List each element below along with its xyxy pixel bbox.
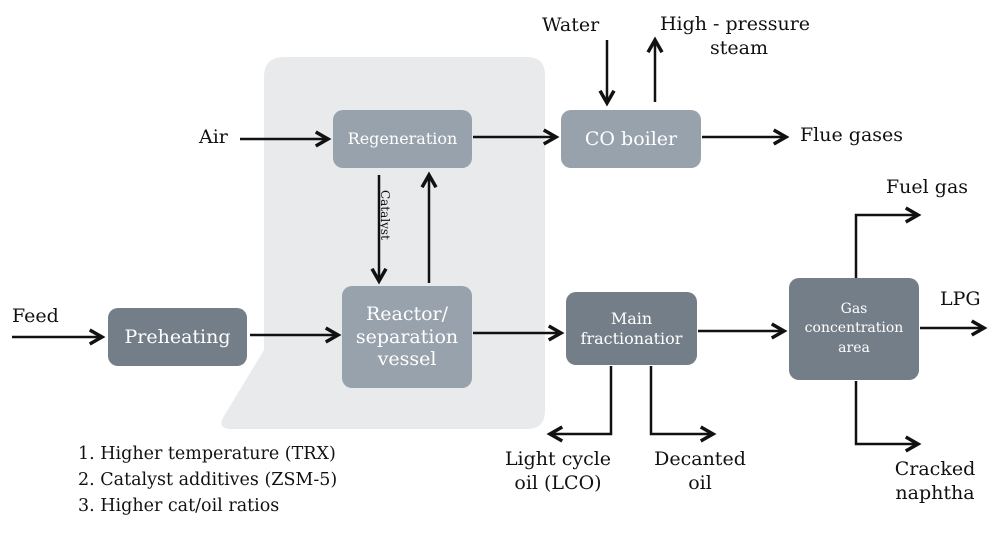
flue-gases-label: Flue gases [800,124,904,146]
main-fractionator-unit: Main fractionatior [566,292,697,365]
regeneration-label: Regeneration [347,129,458,149]
gas-concentration-label-line3: area [838,339,870,356]
steam-label-line2: steam [710,36,768,59]
fuel-gas-arrow [854,215,918,278]
preheating-label: Preheating [124,325,231,348]
decanted-oil-line1: Decanted [654,448,746,470]
cracked-naphtha-arrow [854,381,918,444]
catalyst-label: Catalyst [378,190,392,240]
water-label: Water [542,14,600,36]
cracked-naphtha-label: Cracked naphtha [880,458,990,506]
main-fractionator-label-line2: fractionatior [580,328,683,348]
gas-concentration-label-line1: Gas [840,300,868,317]
reactor-label-line2: separation [355,325,459,348]
co-boiler-label: CO boiler [584,127,678,150]
lco-arrow [550,366,613,434]
steam-label-line1: High - pressure [659,13,811,35]
lpg-label: LPG [940,288,981,310]
lco-label: Light cycle oil (LCO) [493,448,623,496]
lco-line2: oil (LCO) [514,471,602,494]
reactor-label-line1: Reactor/ [365,302,449,325]
preheating-unit: Preheating [108,308,247,366]
decanted-oil-label: Decanted oil [645,448,755,496]
gas-concentration-label-line2: concentration [804,320,904,337]
feed-label: Feed [12,305,59,327]
co-boiler-unit: CO boiler [561,110,701,168]
note-item: 3. Higher cat/oil ratios [78,496,280,516]
steam-label: High - pressure steam [655,13,815,61]
fuel-gas-label: Fuel gas [886,176,969,198]
cracked-naphtha-line1: Cracked [894,458,976,480]
regeneration-unit: Regeneration [333,110,472,168]
process-notes-list: 1. Higher temperature (TRX) 2. Catalyst … [78,441,337,519]
note-item: 1. Higher temperature (TRX) [78,444,336,464]
reactor-label-line3: vessel [377,348,437,371]
reactor-unit: Reactor/ separation vessel [342,286,472,388]
lco-line1: Light cycle [504,448,612,470]
decanted-oil-line2: oil [688,471,712,494]
note-item: 2. Catalyst additives (ZSM-5) [78,470,338,490]
air-label: Air [199,126,228,148]
gas-concentration-unit: Gas concentration area [789,278,919,380]
main-fractionator-label-line1: Main [610,309,653,329]
decanted-oil-arrow [649,366,713,434]
cracked-naphtha-line2: naphtha [895,481,975,504]
